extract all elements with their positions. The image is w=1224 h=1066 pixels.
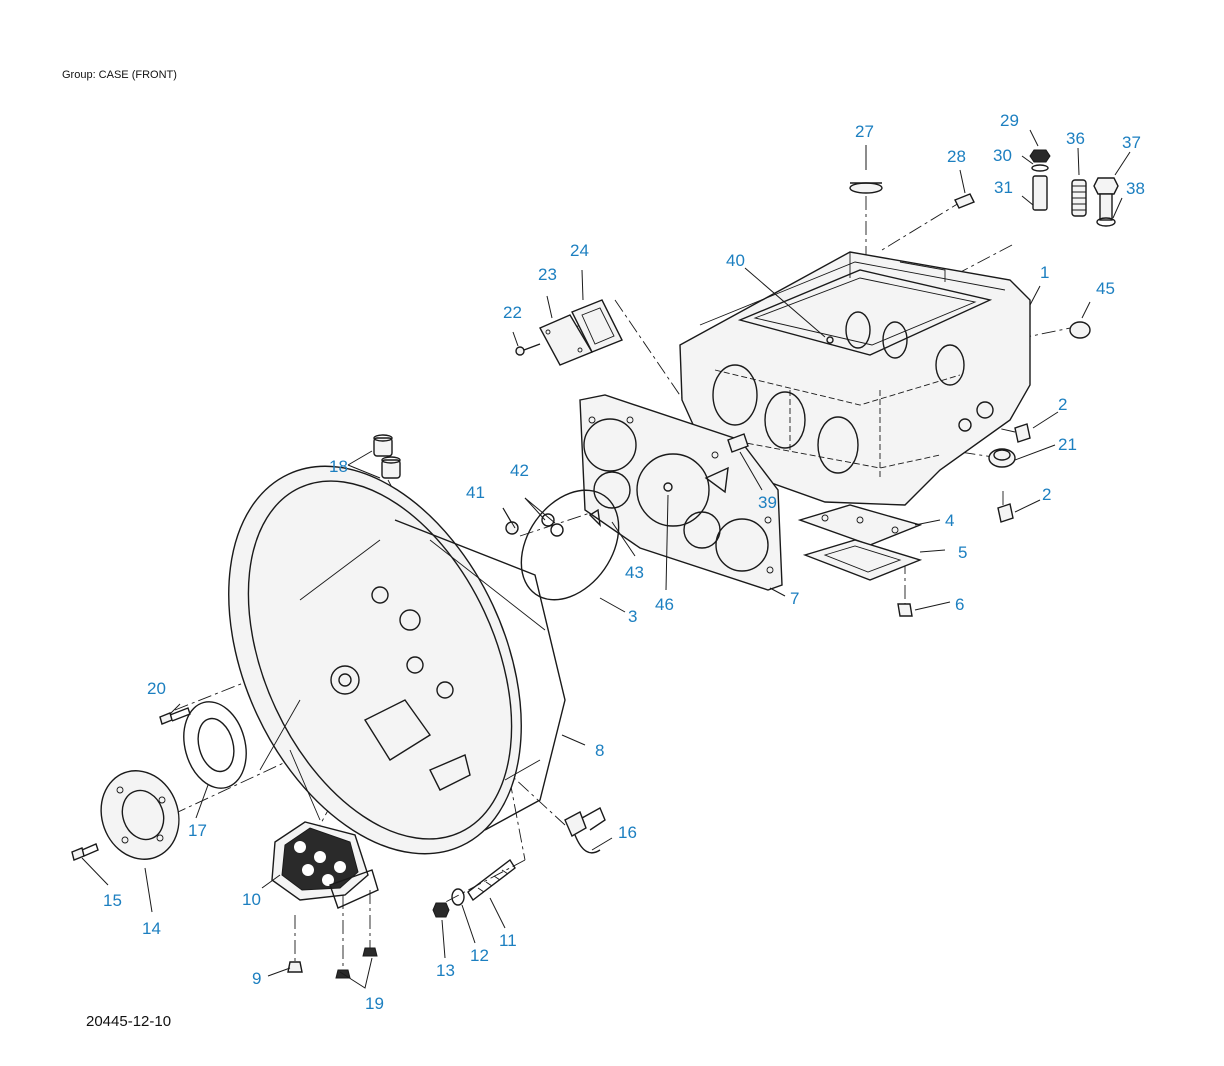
- callout-40: 40: [726, 251, 745, 270]
- part-2-fitting-upper: [1014, 423, 1031, 443]
- callout-19: 19: [365, 994, 384, 1013]
- callout-37: 37: [1122, 133, 1141, 152]
- part-2-fitting-lower: [997, 503, 1014, 523]
- callout-31: 31: [994, 178, 1013, 197]
- callout-2-lower: 2: [1042, 485, 1051, 504]
- part-3-seal-ring: [520, 489, 620, 601]
- part-17-flange-gasket: [183, 701, 247, 789]
- part-29-nut: [1029, 149, 1051, 163]
- callout-6: 6: [955, 595, 964, 614]
- callout-leaders: [81, 129, 1131, 989]
- part-41-nut: [505, 521, 519, 535]
- callout-23: 23: [538, 265, 557, 284]
- part-20-bolt: [159, 707, 191, 725]
- callout-15: 15: [103, 891, 122, 910]
- part-15-bolt: [71, 843, 99, 861]
- callout-13: 13: [436, 961, 455, 980]
- part-18-bushings: [373, 434, 401, 479]
- part-28-dowel-pin: [954, 193, 975, 209]
- callout-11: 11: [499, 931, 517, 950]
- callout-24: 24: [570, 241, 589, 260]
- callout-7: 7: [790, 589, 799, 608]
- part-8-bell-housing: [228, 465, 566, 855]
- part-16-sensor: [564, 807, 606, 854]
- callout-22: 22: [503, 303, 522, 322]
- callout-41: 41: [466, 483, 485, 502]
- callout-3: 3: [628, 607, 637, 626]
- callout-43: 43: [625, 563, 644, 582]
- callout-30: 30: [993, 146, 1012, 165]
- callout-16: 16: [618, 823, 637, 842]
- callout-45: 45: [1096, 279, 1115, 298]
- part-14-adapter-flange: [100, 770, 180, 860]
- drawing-number: 20445-12-10: [86, 1013, 172, 1030]
- part-22-screw: [515, 343, 541, 356]
- part-9-screw: [287, 961, 303, 973]
- callout-28: 28: [947, 147, 966, 166]
- callout-29: 29: [1000, 111, 1019, 130]
- part-31-sleeve: [1032, 175, 1048, 211]
- callout-2-upper: 2: [1058, 395, 1067, 414]
- part-11-stud: [467, 858, 516, 902]
- part-12-washer: [451, 888, 465, 906]
- part-37-bolt: [1093, 177, 1119, 221]
- callout-27: 27: [855, 122, 874, 141]
- callout-8: 8: [595, 741, 604, 760]
- part-39-plug: [727, 433, 749, 453]
- part-5-cover-gasket: [802, 539, 923, 581]
- callout-9: 9: [252, 969, 261, 988]
- callout-12: 12: [470, 946, 489, 965]
- callout-42: 42: [510, 461, 529, 480]
- part-1-transmission-case: [679, 251, 1031, 506]
- part-13-nut: [432, 902, 450, 918]
- part-6-drain-plug: [897, 603, 913, 617]
- callout-1: 1: [1040, 263, 1049, 282]
- callout-39: 39: [758, 493, 777, 512]
- callout-20: 20: [147, 679, 166, 698]
- callout-18: 18: [329, 457, 348, 476]
- part-21-plug: [988, 448, 1016, 468]
- callout-4: 4: [945, 511, 954, 530]
- part-27-plug: [849, 182, 883, 194]
- part-38-washer: [1096, 217, 1116, 227]
- callout-14: 14: [142, 919, 161, 938]
- callout-numbers: 1 2 2 3 4 5 6 7 8 9 10 11 12 13 14 15 16…: [103, 111, 1145, 1013]
- callout-36: 36: [1066, 129, 1085, 148]
- part-45-plug: [1069, 321, 1091, 339]
- callout-46: 46: [655, 595, 674, 614]
- group-label: Group: CASE (FRONT): [62, 69, 177, 81]
- callout-21: 21: [1058, 435, 1077, 454]
- part-10-inspection-cover: [271, 821, 379, 909]
- callout-17: 17: [188, 821, 207, 840]
- callout-38: 38: [1126, 179, 1145, 198]
- part-24-gasket: [571, 299, 623, 353]
- callout-10: 10: [242, 890, 261, 909]
- part-30-washer: [1031, 164, 1049, 172]
- callout-5: 5: [958, 543, 967, 562]
- part-4-cover-plate: [797, 504, 923, 546]
- part-36-spring: [1071, 179, 1087, 217]
